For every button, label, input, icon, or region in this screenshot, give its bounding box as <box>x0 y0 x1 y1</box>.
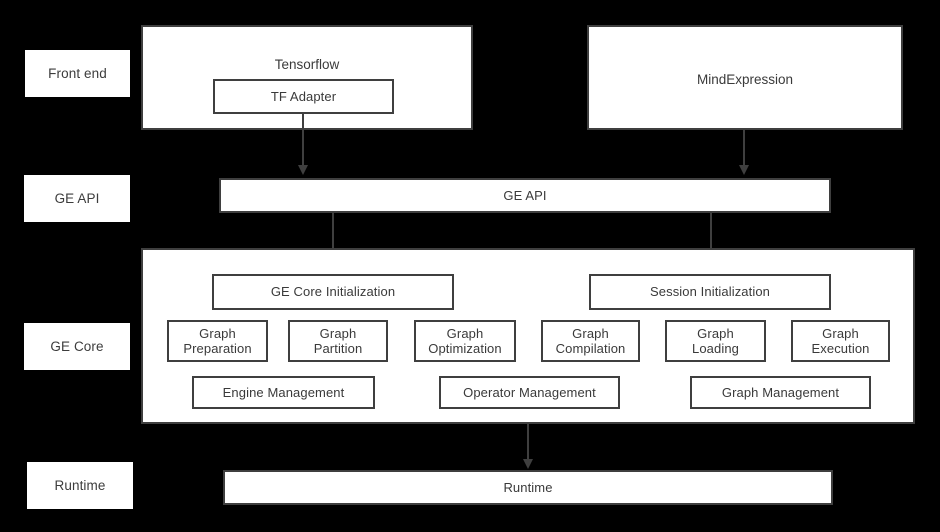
tier-label-ge-core: GE Core <box>24 323 130 370</box>
stage-graph-compilation[interactable]: Graph Compilation <box>541 320 640 362</box>
frontend-tensorflow-container[interactable]: Tensorflow <box>141 25 473 130</box>
connector-tf-adapter-stub <box>302 114 304 130</box>
connector-tf-adapter-to-ge-api <box>302 130 304 166</box>
connector-mindexpression-to-ge-api <box>743 130 745 166</box>
connector-ge-api-to-ge-core-initialization <box>332 213 334 263</box>
tensorflow-title: Tensorflow <box>274 57 340 72</box>
stage-graph-loading[interactable]: Graph Loading <box>665 320 766 362</box>
manager-operator-management[interactable]: Operator Management <box>439 376 620 409</box>
runtime-bar[interactable]: Runtime <box>223 470 833 505</box>
ge-core-initialization-box[interactable]: GE Core Initialization <box>212 274 454 310</box>
connector-ge-core-to-runtime <box>527 424 529 460</box>
mindexpression-title: MindExpression <box>696 72 794 87</box>
stage-graph-execution[interactable]: Graph Execution <box>791 320 890 362</box>
tier-label-ge-api: GE API <box>24 175 130 222</box>
connector-ge-api-to-session-initialization <box>710 213 712 263</box>
tf-adapter-box[interactable]: TF Adapter <box>213 79 394 114</box>
frontend-mindexpression-container[interactable]: MindExpression <box>587 25 903 130</box>
stage-graph-partition[interactable]: Graph Partition <box>288 320 388 362</box>
manager-graph-management[interactable]: Graph Management <box>690 376 871 409</box>
manager-engine-management[interactable]: Engine Management <box>192 376 375 409</box>
session-initialization-box[interactable]: Session Initialization <box>589 274 831 310</box>
stage-graph-preparation[interactable]: Graph Preparation <box>167 320 268 362</box>
ge-api-bar[interactable]: GE API <box>219 178 831 213</box>
tier-label-front-end: Front end <box>25 50 130 97</box>
tier-label-runtime: Runtime <box>27 462 133 509</box>
stage-graph-optimization[interactable]: Graph Optimization <box>414 320 516 362</box>
